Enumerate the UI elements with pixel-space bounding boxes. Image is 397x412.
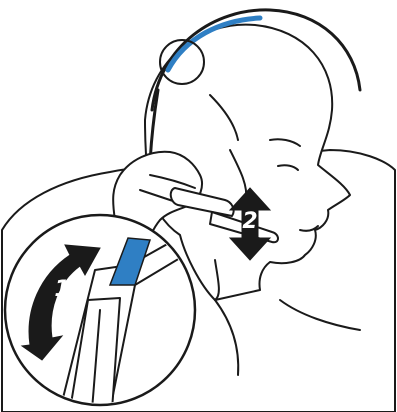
step-1-label: 1 bbox=[54, 277, 69, 302]
step-2-label: 2 bbox=[242, 209, 257, 234]
